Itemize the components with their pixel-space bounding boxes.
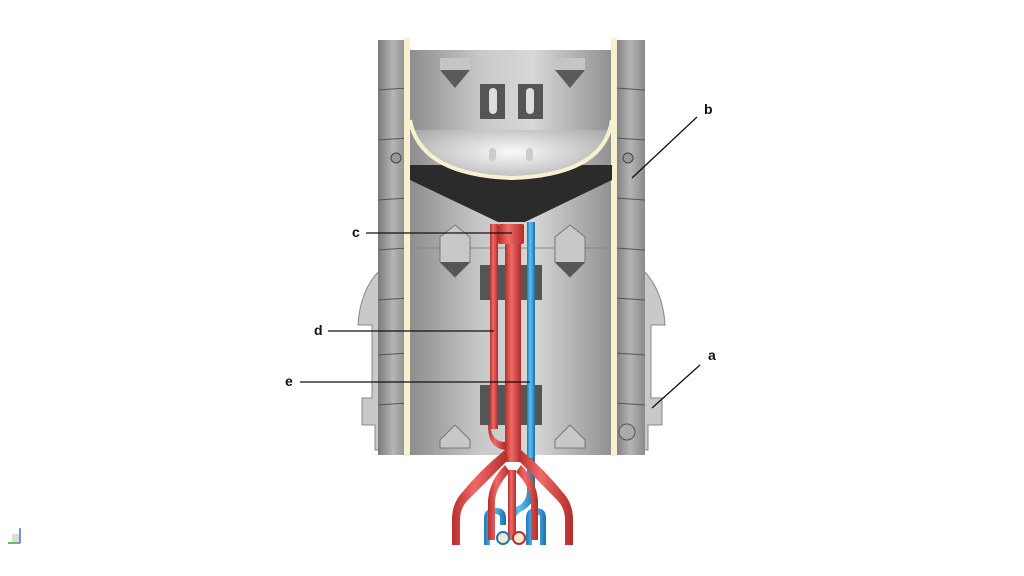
bolt-icon: [622, 152, 634, 164]
side-bracket-right: [640, 268, 666, 451]
rim-left: [404, 38, 410, 456]
label-a: a: [708, 347, 716, 363]
shell-column-right: [615, 40, 645, 455]
connector-icon: [618, 423, 636, 441]
funnel: [410, 165, 612, 222]
label-e: e: [285, 373, 293, 389]
column-segment-lines: [377, 87, 646, 406]
pipe-end: [512, 531, 526, 545]
label-b: b: [704, 101, 713, 117]
rim-right: [611, 38, 617, 456]
side-bracket-left: [357, 268, 383, 451]
axis-triad-icon: [8, 528, 21, 544]
hot-pipes: [452, 224, 573, 545]
bolt-icon: [390, 152, 402, 164]
bowl: [410, 120, 612, 178]
shell-column-left: [378, 40, 408, 455]
label-d: d: [314, 322, 323, 338]
upper-cones: [440, 58, 585, 119]
label-c: c: [352, 224, 360, 240]
leader-lines: [300, 116, 701, 409]
pipe-end: [496, 531, 510, 545]
